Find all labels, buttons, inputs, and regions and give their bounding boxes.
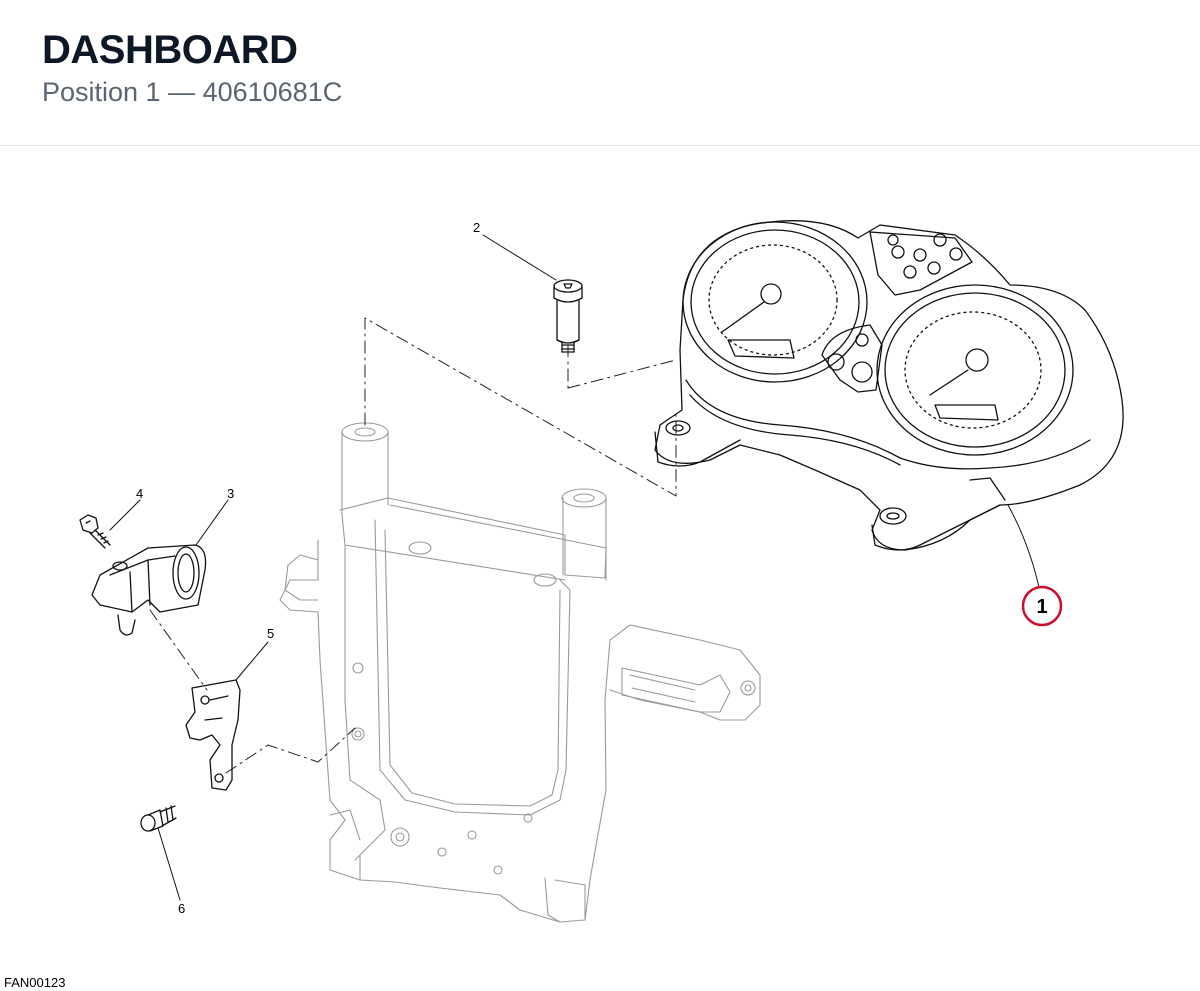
page-title: DASHBOARD — [42, 28, 298, 72]
assembly-leader-lines — [149, 317, 677, 774]
callout-leaders — [109, 234, 1041, 901]
part-4-screw — [79, 514, 111, 549]
callout-6: 6 — [178, 901, 185, 916]
part-2-screw — [553, 279, 583, 353]
diagram-code: FAN00123 — [4, 975, 66, 990]
callout-labels: 2 4 3 5 6 — [136, 220, 480, 916]
callout-5: 5 — [267, 626, 274, 641]
callout-1-highlight[interactable]: 1 — [1021, 585, 1063, 627]
part-6-screw — [140, 805, 177, 832]
callout-2: 2 — [473, 220, 480, 235]
page-subtitle: Position 1 — 40610681C — [42, 77, 343, 107]
callout-3: 3 — [227, 486, 234, 501]
part-5-plate — [185, 679, 241, 791]
exploded-parts-diagram: 2 4 3 5 6 1 — [79, 220, 1124, 923]
callout-1: 1 — [1036, 596, 1047, 618]
part-3-sensor — [91, 544, 207, 636]
page-header: DASHBOARD Position 1 — 40610681C — [0, 0, 1200, 146]
support-bracket — [279, 422, 761, 923]
part-1-instrument-cluster — [654, 220, 1124, 551]
callout-4: 4 — [136, 486, 143, 501]
